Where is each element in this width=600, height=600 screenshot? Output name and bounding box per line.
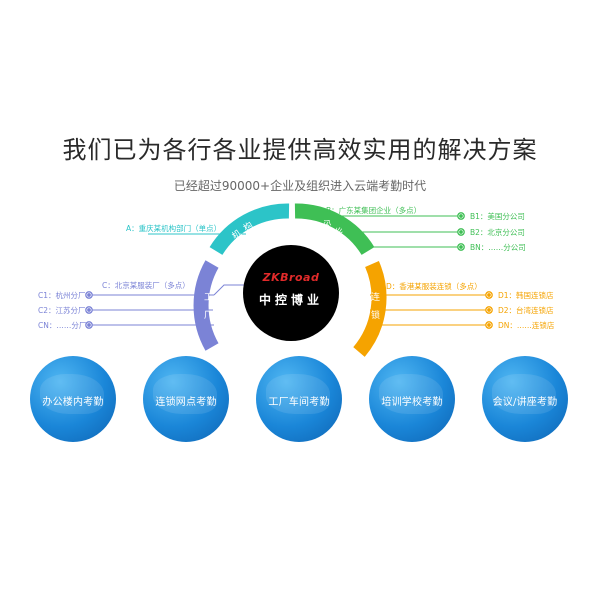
scenario-meeting[interactable]: 会议/讲座考勤	[482, 356, 568, 442]
scenario-chain-stores[interactable]: 连锁网点考勤	[143, 356, 229, 442]
arc-factory-name: 工厂	[204, 293, 214, 321]
scenario-office-label: 办公楼内考勤	[42, 397, 104, 408]
branch-bn-label: BN：……分公司	[470, 243, 526, 252]
connectors-c	[92, 284, 256, 326]
connectors-d	[370, 285, 486, 326]
arc-institutions	[209, 203, 290, 256]
branch-b1-label: B1：美国分公司	[470, 212, 525, 221]
company-logo: ZKBroad 中控博业	[243, 245, 339, 341]
scenario-list: 办公楼内考勤 连锁网点考勤 工厂车间考勤 培训学校考勤 会议/讲座考勤	[0, 356, 600, 446]
branch-d1-label: D1：韩国连锁店	[498, 291, 554, 300]
scenario-chain-stores-label: 连锁网点考勤	[155, 397, 217, 408]
page-subtitle: 已经超过90000+企业及组织进入云端考勤时代	[173, 179, 427, 193]
segment-c-label: C：北京某服装厂（多点）	[102, 281, 190, 290]
scenario-factory[interactable]: 工厂车间考勤	[256, 356, 342, 442]
nodes-d	[485, 291, 493, 329]
arc-enterprise	[294, 203, 375, 256]
branch-c2-label: C2：江苏分厂	[38, 306, 86, 315]
branch-dn-label: DN：……连锁店	[498, 321, 555, 330]
logo-chinese-name: 中控博业	[258, 293, 323, 307]
nodes-c	[85, 291, 93, 329]
logo-wordmark: ZKBroad	[262, 271, 320, 284]
branch-cn-label: CN：……分厂	[38, 321, 87, 330]
segment-a-label: A：重庆某机构部门（单点）	[126, 224, 222, 233]
arc-chain-name: 连锁	[371, 293, 381, 321]
nodes-b	[457, 212, 465, 251]
connectors-b	[320, 215, 458, 248]
scenario-factory-label: 工厂车间考勤	[268, 397, 330, 408]
branch-d2-label: D2：台湾连锁店	[498, 306, 554, 315]
scenario-school[interactable]: 培训学校考勤	[369, 356, 455, 442]
scenario-office[interactable]: 办公楼内考勤	[30, 356, 116, 442]
scenario-school-label: 培训学校考勤	[381, 397, 443, 408]
scenario-meeting-label: 会议/讲座考勤	[492, 397, 558, 408]
branch-b2-label: B2：北京分公司	[470, 228, 525, 237]
segment-d-label: D：香港某服装连锁（多点）	[386, 282, 482, 291]
segment-b-label: B：广东某集团企业（多点）	[326, 206, 422, 215]
arc-factory	[193, 260, 219, 351]
page-title: 我们已为各行各业提供高效实用的解决方案	[62, 136, 538, 164]
branch-c1-label: C1：杭州分厂	[38, 291, 86, 300]
